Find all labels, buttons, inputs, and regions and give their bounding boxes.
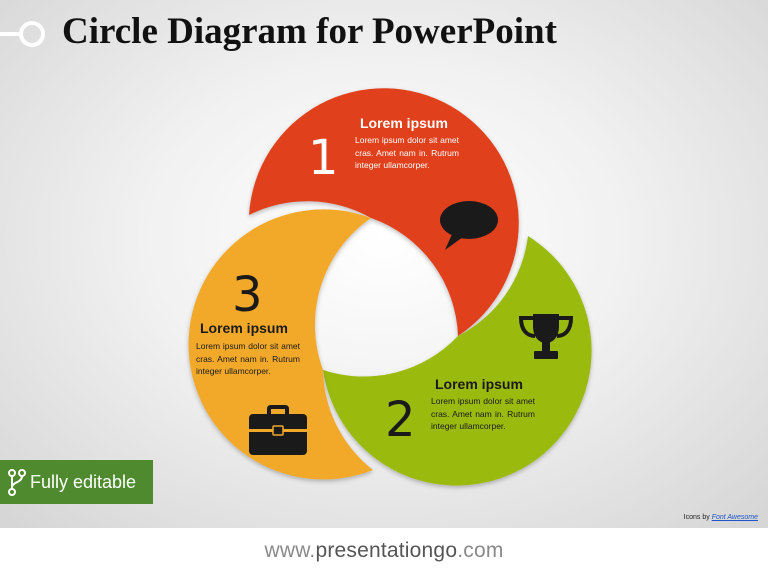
trophy-icon xyxy=(518,314,574,359)
branch-icon xyxy=(8,469,26,496)
footer-url-post: .com xyxy=(457,539,504,562)
fully-editable-badge: Fully editable xyxy=(0,460,153,504)
badge-label: Fully editable xyxy=(30,471,137,492)
footer-url-mid: presentationgo xyxy=(315,539,458,562)
segment-1-body: Lorem ipsum dolor sit amet cras. Amet na… xyxy=(355,135,459,170)
footer-url[interactable]: www.presentationgo.com xyxy=(264,539,503,563)
circle-diagram xyxy=(188,88,592,486)
slide-canvas: Circle Diagram for PowerPoint 1 Lorem ip… xyxy=(0,0,768,528)
segment-3-shape xyxy=(188,209,373,480)
segment-2-body: Lorem ipsum dolor sit amet cras. Amet na… xyxy=(431,396,535,431)
title-circle-icon xyxy=(0,21,45,47)
segment-2-number: 2 xyxy=(385,392,416,448)
segment-2-shape xyxy=(323,236,592,486)
segment-3-body: Lorem ipsum dolor sit amet cras. Amet na… xyxy=(196,341,300,376)
segment-3-heading: Lorem ipsum xyxy=(200,320,288,336)
briefcase-icon xyxy=(249,405,307,455)
page-title: Circle Diagram for PowerPoint xyxy=(62,11,557,52)
segment-1-number: 1 xyxy=(308,130,339,186)
segment-1-shape xyxy=(249,88,519,336)
footer-url-pre: www. xyxy=(264,539,316,562)
segment-3-number: 3 xyxy=(232,267,263,323)
font-awesome-link[interactable]: Font Awesome xyxy=(711,514,758,521)
footer: www.presentationgo.com xyxy=(0,528,768,576)
segment-2-heading: Lorem ipsum xyxy=(435,376,523,392)
segment-1-heading: Lorem ipsum xyxy=(360,115,448,131)
speech-bubble-icon xyxy=(440,201,498,250)
credit-prefix: Icons by xyxy=(683,514,710,521)
icons-credit: Icons by Font Awesome xyxy=(684,514,758,521)
